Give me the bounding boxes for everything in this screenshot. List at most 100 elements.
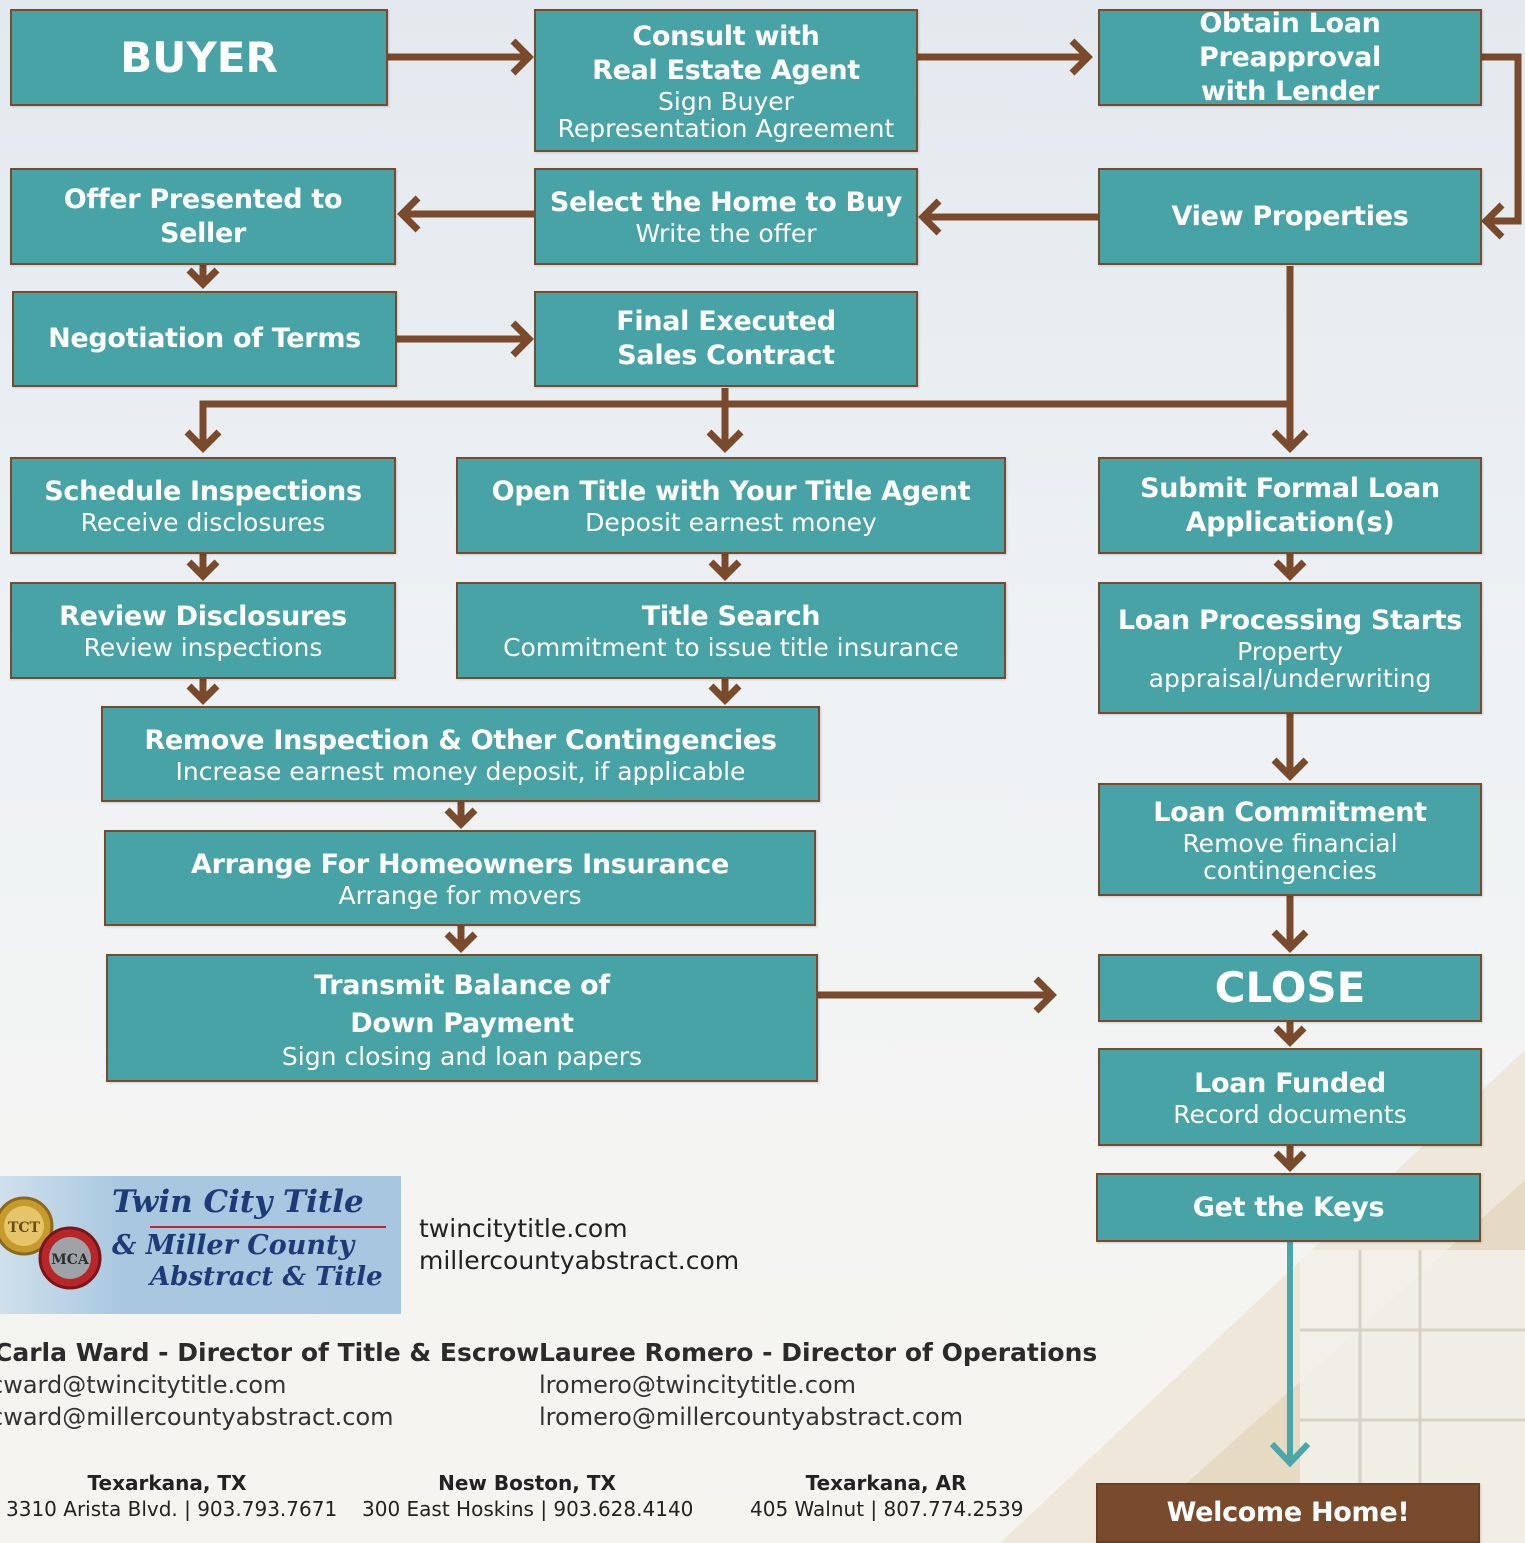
step-homeowners-insurance: Arrange For Homeowners Insurance Arrange…: [104, 830, 816, 926]
seal-text-mca: MCA: [51, 1252, 90, 1268]
logo-divider: [150, 1226, 386, 1228]
step-loan-funded: Loan Funded Record documents: [1098, 1048, 1482, 1146]
arrowhead: [1271, 929, 1309, 953]
step-get-keys: Get the Keys: [1096, 1173, 1481, 1242]
step-title: Title Search: [641, 601, 821, 632]
step-subtitle: Review inspections: [83, 633, 323, 662]
logo-line-3: Abstract & Title: [150, 1262, 383, 1292]
office-address: 300 East Hoskins | 903.628.4140: [362, 1497, 694, 1521]
step-final-contract: Final Executed Sales Contract: [534, 291, 918, 387]
arrowhead: [918, 198, 942, 236]
office-address: 3310 Arista Blvd. | 903.793.7671: [6, 1497, 338, 1521]
logo-line-2: & Miller County: [112, 1230, 355, 1261]
arrowhead: [186, 683, 220, 705]
step-loan-processing: Loan Processing Starts Property appraisa…: [1098, 582, 1482, 714]
step-submit-loan: Submit Formal Loan Application(s): [1098, 457, 1482, 554]
step-subtitle: Arrange for movers: [338, 880, 582, 910]
contact-email-lauree-2[interactable]: lromero@millercountyabstract.com: [539, 1403, 964, 1431]
step-buyer: BUYER: [10, 9, 388, 106]
office-city: Texarkana, AR: [805, 1471, 967, 1495]
step-title: Negotiation of Terms: [48, 323, 361, 354]
arrowhead: [1271, 429, 1309, 453]
step-title: Remove Inspection & Other Contingencies: [144, 724, 777, 756]
contact-name-lauree: Lauree Romero - Director of Operations: [539, 1338, 1098, 1367]
step-title: Open Title with Your Title Agent: [491, 476, 971, 507]
step-subtitle: Sign Buyer Representation Agreement: [557, 86, 895, 143]
office-new-boston: New Boston, TX 300 East Hoskins | 903.62…: [362, 1470, 694, 1522]
office-texarkana-tx: Texarkana, TX 3310 Arista Blvd. | 903.79…: [6, 1470, 338, 1522]
step-title-search: Title Search Commitment to issue title i…: [456, 582, 1006, 679]
step-loan-preapproval: Obtain Loan Preapproval with Lender: [1098, 7, 1482, 107]
step-title: Loan Funded: [1194, 1067, 1386, 1099]
step-remove-contingencies: Remove Inspection & Other Contingencies …: [101, 706, 820, 802]
arrowhead: [510, 320, 534, 358]
step-title: Submit Formal Loan Application(s): [1140, 472, 1440, 538]
step-title: Transmit Balance of Down Payment: [314, 969, 610, 1039]
company-logo: TCT MCA Twin City Title & Miller County …: [0, 1176, 401, 1314]
step-loan-commitment: Loan Commitment Remove financial conting…: [1098, 783, 1482, 896]
seal-icons: TCT MCA: [0, 1196, 102, 1290]
step-title: Offer Presented to Seller: [63, 183, 343, 249]
arrowhead: [706, 429, 744, 453]
step-title: Loan Commitment: [1153, 796, 1427, 828]
step-title: Consult with Real Estate Agent: [592, 20, 860, 86]
step-title: Get the Keys: [1192, 1191, 1385, 1223]
arrowhead: [444, 807, 478, 829]
step-subtitle: Write the offer: [635, 219, 817, 248]
step-title: Loan Processing Starts: [1117, 605, 1463, 636]
step-open-title: Open Title with Your Title Agent Deposit…: [456, 457, 1006, 554]
step-subtitle: Sign closing and loan papers: [281, 1041, 643, 1071]
step-title: CLOSE: [1214, 963, 1366, 1012]
step-subtitle: Record documents: [1173, 1099, 1407, 1129]
contact-email-carla-1[interactable]: cward@twincitytitle.com: [0, 1371, 287, 1399]
arrowhead: [1069, 38, 1093, 76]
step-consult-agent: Consult with Real Estate Agent Sign Buye…: [534, 9, 918, 152]
step-schedule-inspections: Schedule Inspections Receive disclosures: [10, 457, 396, 554]
step-welcome-home: Welcome Home!: [1096, 1483, 1480, 1543]
arrowhead: [397, 195, 421, 233]
arrowhead: [444, 931, 478, 953]
step-title: Review Disclosures: [59, 601, 347, 632]
arrowhead: [708, 683, 742, 705]
step-title: Obtain Loan Preapproval with Lender: [1199, 7, 1381, 107]
contact-email-lauree-1[interactable]: lromero@twincitytitle.com: [539, 1371, 857, 1399]
arrowhead: [184, 429, 222, 453]
step-review-disclosures: Review Disclosures Review inspections: [10, 582, 396, 679]
website-link-millercounty[interactable]: millercountyabstract.com: [419, 1246, 740, 1275]
step-offer-presented: Offer Presented to Seller: [10, 168, 396, 265]
arrowhead: [1273, 1025, 1307, 1047]
arrowhead: [1273, 1150, 1307, 1172]
arrowhead: [1271, 757, 1309, 781]
step-title: Final Executed Sales Contract: [616, 306, 836, 371]
step-subtitle: Remove financial contingencies: [1182, 828, 1398, 885]
website-link-twincity[interactable]: twincitytitle.com: [419, 1214, 628, 1243]
step-select-home: Select the Home to Buy Write the offer: [534, 168, 918, 265]
step-subtitle: Receive disclosures: [80, 508, 326, 537]
arrow-preapproval-view: [1482, 53, 1522, 225]
contact-name-carla: Carla Ward - Director of Title & Escrow: [0, 1338, 540, 1367]
office-city: New Boston, TX: [438, 1471, 616, 1495]
office-city: Texarkana, TX: [87, 1471, 247, 1495]
arrowhead: [1269, 1441, 1311, 1468]
arrowhead: [1481, 202, 1505, 240]
step-subtitle: Deposit earnest money: [585, 508, 877, 537]
step-subtitle: Commitment to issue title insurance: [503, 633, 959, 662]
step-subtitle: Property appraisal/underwriting: [1148, 637, 1432, 693]
arrowhead: [186, 267, 220, 289]
logo-line-1: Twin City Title: [112, 1184, 364, 1220]
step-title: Schedule Inspections: [44, 476, 362, 507]
arrowhead: [1033, 976, 1057, 1014]
arrowhead: [708, 559, 742, 581]
step-title: Arrange For Homeowners Insurance: [190, 848, 730, 880]
contact-email-carla-2[interactable]: cward@millercountyabstract.com: [0, 1403, 394, 1431]
step-title: Select the Home to Buy: [549, 187, 903, 218]
arrowhead: [510, 38, 534, 76]
step-subtitle: Increase earnest money deposit, if appli…: [175, 756, 746, 786]
step-close: CLOSE: [1098, 954, 1482, 1022]
arrowhead: [186, 559, 220, 581]
step-title: View Properties: [1171, 200, 1409, 232]
step-negotiation: Negotiation of Terms: [12, 291, 397, 387]
step-title: BUYER: [120, 32, 278, 82]
step-title: Welcome Home!: [1166, 1497, 1410, 1528]
